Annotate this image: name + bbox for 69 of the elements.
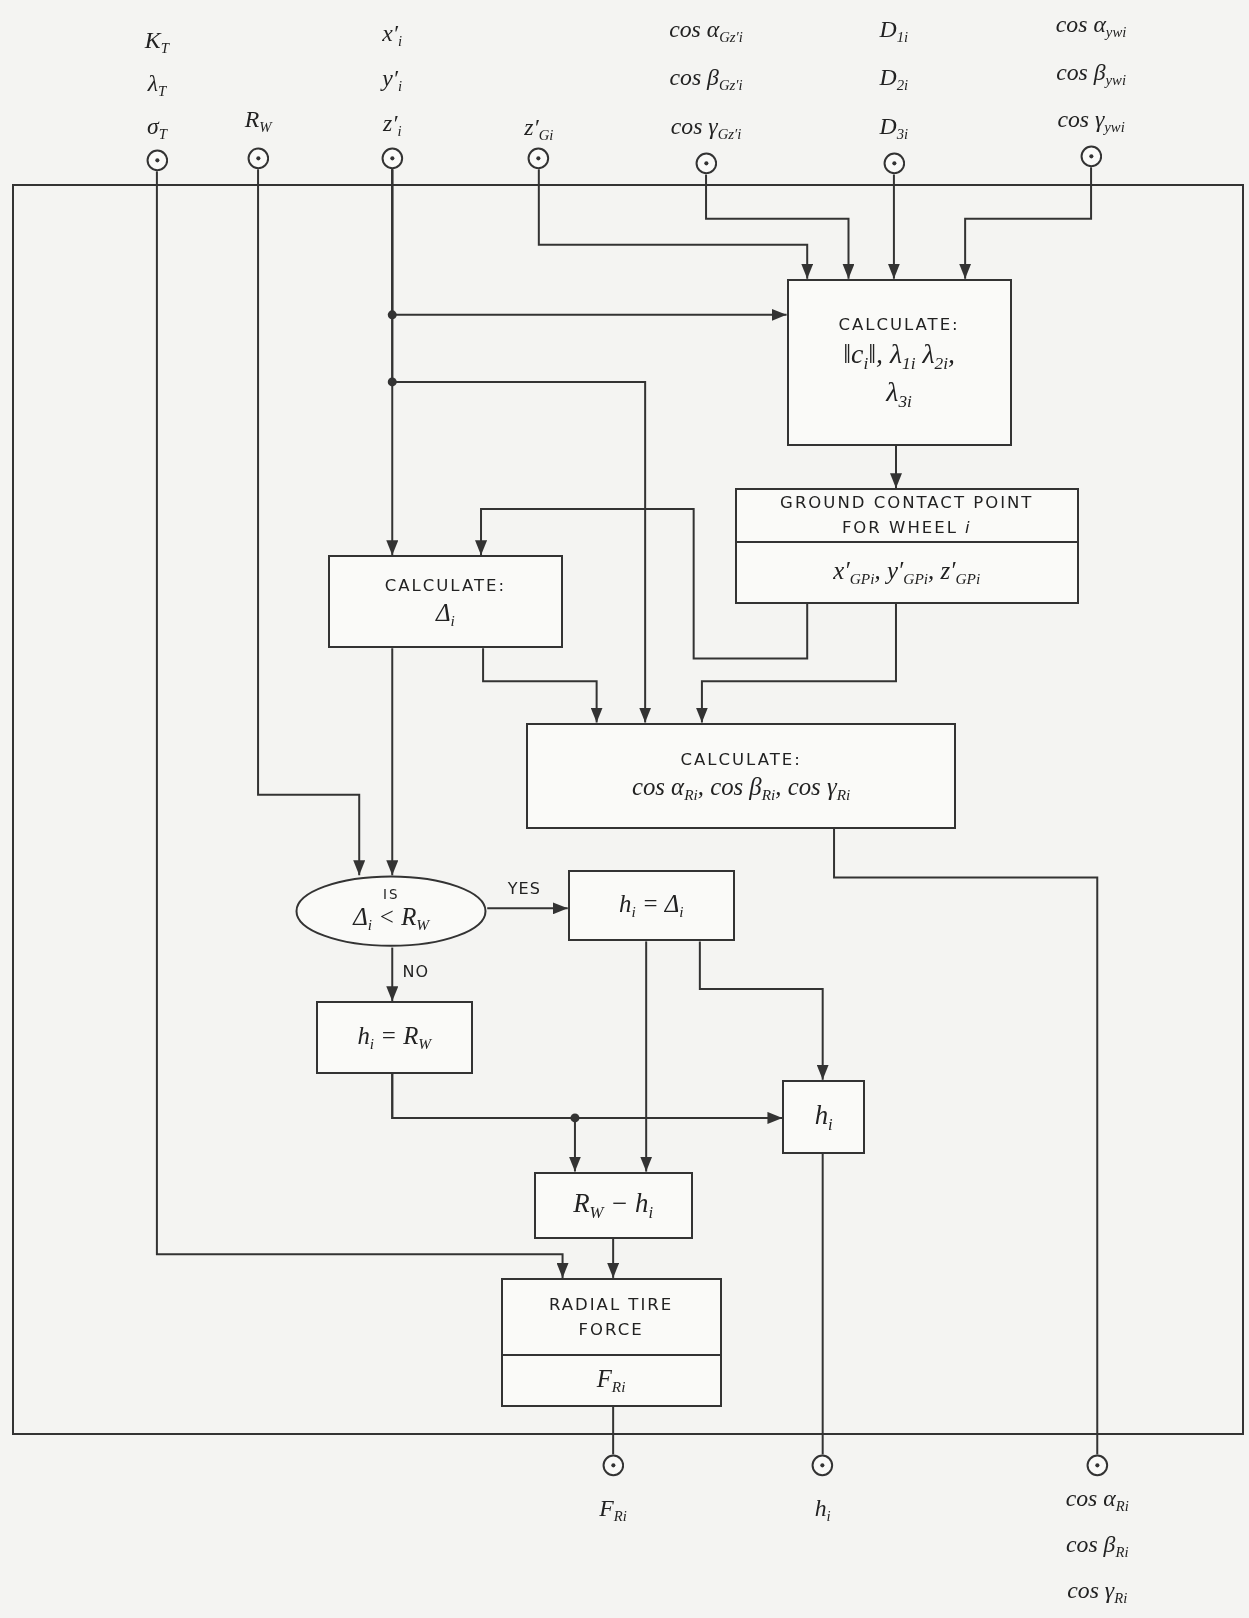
formula: h$_{i}$ = R$_{W}$ (357, 1021, 432, 1054)
system-frame (12, 183, 1244, 1435)
arrow (705, 173, 855, 280)
box-heading: IS (382, 888, 400, 902)
process-box (328, 555, 563, 649)
connector-line (833, 827, 1099, 1456)
arrow (155, 170, 569, 1279)
arrow (887, 173, 900, 280)
process-box (315, 1001, 473, 1074)
variable-label: x′$_{i}$ (382, 20, 403, 50)
variable-label: y′$_{i}$ (382, 64, 403, 95)
process-box (782, 1079, 865, 1154)
arrow (698, 940, 829, 1081)
arrow (537, 168, 814, 280)
arrow (391, 168, 652, 724)
variable-label: cos β$_{ywi}$ (1056, 58, 1126, 88)
arrow (695, 602, 897, 724)
variable-label: cos α$_{Ri}$ (1065, 1485, 1129, 1515)
connector-line (612, 1405, 615, 1456)
arrow (257, 168, 366, 877)
variable-label: D$_{3i}$ (879, 112, 909, 143)
box-heading: GROUND CONTACT POINT FOR WHEEL i (779, 491, 1035, 540)
process-box (533, 1171, 693, 1239)
process-box (786, 278, 1012, 446)
variable-label: σ$_{T}$ (146, 112, 167, 142)
formula: Δ$_{i}$ < R$_{W}$ (353, 901, 430, 935)
variable-label: cos γ$_{ywi}$ (1057, 106, 1125, 136)
formula: x′$_{GPi}$, y′$_{GPi}$, z′$_{GPi}$ (833, 556, 981, 589)
formula: cos α$_{Ri}$, cos β$_{Ri}$, cos γ$_{Ri}$ (631, 772, 851, 805)
formula: ‖c$_{i}$‖, λ$_{1i}$ λ$_{2i}$, λ$_{3i}$ (842, 337, 956, 413)
variable-label: cos γ$_{Gz′i}$ (670, 112, 742, 143)
connector-line (821, 1153, 824, 1456)
arrow (959, 166, 1093, 280)
formula: h$_{i}$ = Δ$_{i}$ (619, 889, 684, 923)
process-box (734, 488, 1079, 604)
box-heading: CALCULATE: (838, 313, 960, 336)
variable-label: F$_{Ri}$ (599, 1494, 627, 1525)
process-box (526, 722, 956, 829)
variable-label: R$_{W}$ (244, 106, 272, 136)
arrow (386, 647, 399, 877)
variable-label: cos α$_{Gz′i}$ (669, 15, 743, 46)
box-heading: CALCULATE: (680, 748, 802, 771)
formula: R$_{W}$ − h$_{i}$ (573, 1186, 653, 1224)
variable-label: D$_{1i}$ (879, 15, 909, 46)
arrow (386, 946, 399, 1003)
variable-label: D$_{2i}$ (879, 64, 909, 94)
arrow (890, 444, 902, 490)
arrow (475, 507, 809, 660)
variable-label: cos α$_{ywi}$ (1055, 11, 1127, 41)
process-box (500, 1277, 722, 1407)
variable-label: cos β$_{Gz′i}$ (669, 64, 743, 94)
variable-label: cos γ$_{Ri}$ (1067, 1576, 1128, 1607)
arrow (640, 940, 653, 1173)
variable-label: z′$_{i}$ (382, 109, 402, 139)
formula: h$_{i}$ (814, 1098, 833, 1136)
variable-label: z′$_{Gi}$ (524, 114, 554, 144)
box-heading: RADIAL TIRE FORCE (547, 1293, 675, 1342)
formula: Δ$_{i}$ (436, 598, 455, 631)
arrow (486, 902, 569, 915)
arrow (482, 647, 603, 724)
arrow (391, 1072, 581, 1173)
formula: F$_{Ri}$ (596, 1364, 626, 1397)
arrow (607, 1237, 620, 1279)
variable-label: λ$_{T}$ (147, 69, 167, 100)
box-heading: CALCULATE: (384, 574, 506, 597)
variable-label: h$_{i}$ (814, 1494, 831, 1525)
variable-label: K$_{T}$ (144, 27, 169, 57)
process-box (567, 870, 735, 942)
variable-label: cos β$_{Ri}$ (1066, 1531, 1129, 1561)
